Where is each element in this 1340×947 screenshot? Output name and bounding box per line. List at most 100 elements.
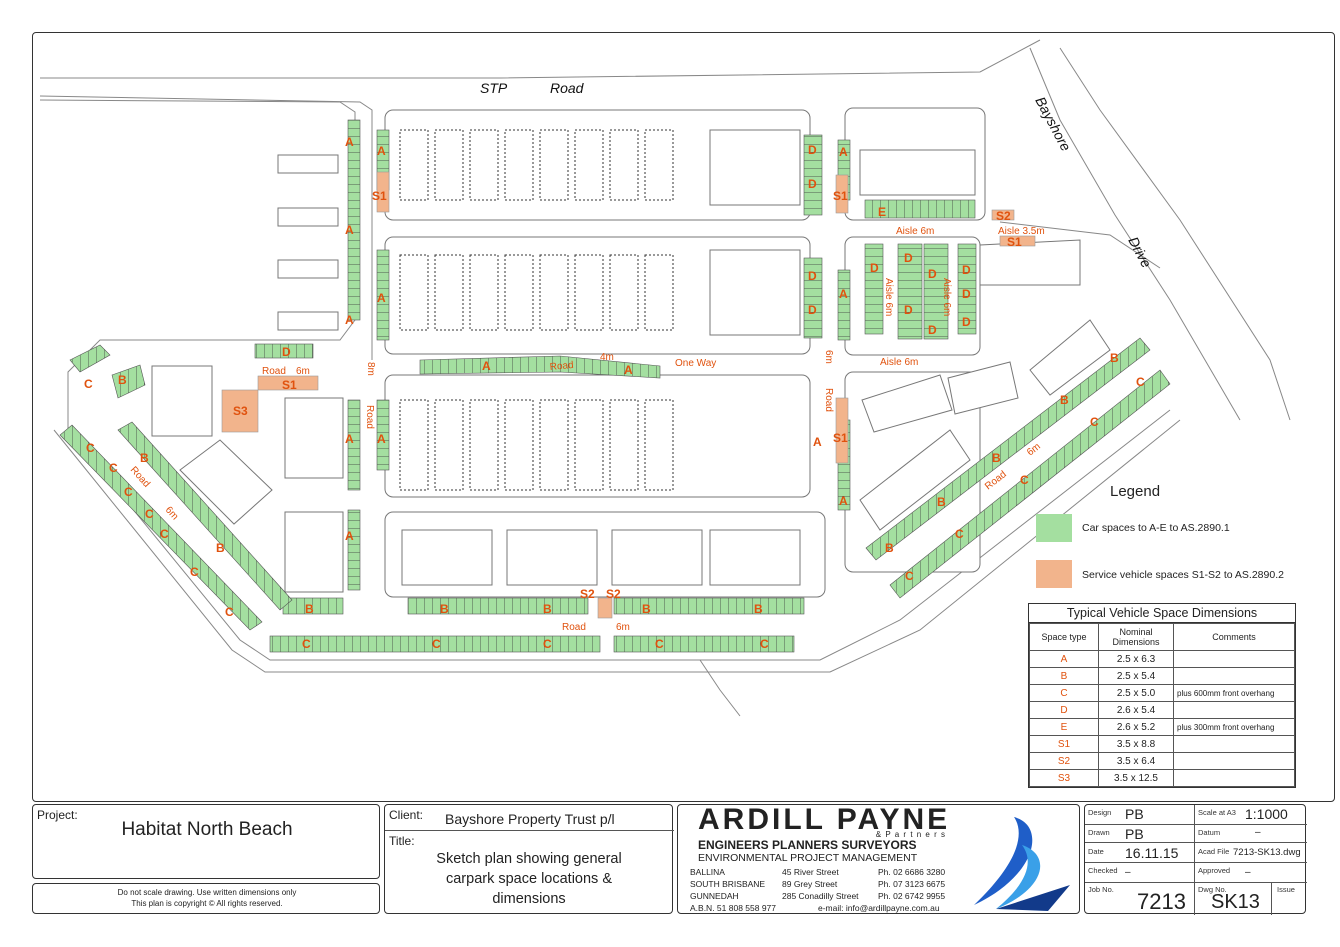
aisle-label: Aisle 6m [941, 278, 952, 316]
label-a: A [377, 432, 386, 446]
office-phone: Ph. 07 3123 6675 [878, 879, 946, 889]
label-a: A [377, 144, 386, 158]
label-c: C [543, 637, 552, 651]
road-width: 6m [296, 366, 310, 377]
label-d: D [808, 269, 817, 283]
approved-label: Approved [1198, 866, 1231, 875]
space-type: C [1029, 684, 1099, 702]
label-c: C [190, 565, 199, 579]
label-s2: S2 [996, 209, 1011, 223]
job-label: Job No. [1088, 885, 1114, 894]
acad-value: 7213-SK13.dwg [1233, 847, 1301, 858]
divider [1194, 805, 1195, 915]
office-street: 285 Conadilly Street [782, 891, 859, 901]
space-dims: 2.5 x 5.4 [1098, 667, 1174, 685]
firm-partners: & P a r t n e r s [875, 830, 946, 839]
label-a: A [624, 363, 633, 377]
divider [1085, 805, 1307, 825]
project-name: Habitat North Beach [121, 819, 293, 840]
design-label: Design [1088, 808, 1112, 817]
label-c: C [1090, 415, 1099, 429]
label-d: D [808, 303, 817, 317]
aisle-label: Aisle 3.5m [998, 226, 1045, 237]
label-d: D [870, 261, 879, 275]
label-b: B [140, 451, 149, 465]
scale-value: 1:1000 [1245, 806, 1288, 822]
office-street: 45 River Street [782, 867, 839, 877]
label-s1: S1 [282, 378, 297, 392]
street-road: Road [550, 80, 585, 96]
label-a: A [345, 529, 354, 543]
divider [1085, 825, 1307, 843]
label-c: C [905, 569, 914, 583]
space-type: B [1029, 667, 1099, 685]
space-dims: 2.5 x 6.3 [1098, 650, 1174, 668]
label-d: D [904, 251, 913, 265]
title-label: Title: [389, 834, 415, 848]
label-c: C [109, 461, 118, 475]
space-labels: A A A A A A A A A A A A A A B B B B B B … [84, 135, 1145, 651]
label-c: C [1136, 375, 1145, 389]
dimensions-table-title: Typical Vehicle Space Dimensions [1029, 604, 1295, 623]
road-label: Road [549, 360, 574, 373]
label-b: B [992, 451, 1001, 465]
label-d: D [962, 315, 971, 329]
street-drive: Drive [1125, 234, 1155, 271]
space-comment [1173, 769, 1295, 787]
date-value: 16.11.15 [1125, 845, 1179, 861]
label-s1: S1 [372, 189, 387, 203]
drawing-sheet [32, 32, 1335, 802]
office-town: BALLINA [690, 867, 725, 877]
label-s3: S3 [233, 404, 248, 418]
label-a: A [813, 435, 822, 449]
datum-label: Datum [1198, 828, 1221, 837]
job-number: 7213 [1137, 889, 1186, 914]
label-d: D [962, 263, 971, 277]
label-c: C [302, 637, 311, 651]
issue-label: Issue [1277, 885, 1295, 894]
dwg-number: SK13 [1211, 891, 1260, 913]
label-s1: S1 [1007, 235, 1022, 249]
disclaimer-text: Do not scale drawing. Use written dimens… [117, 888, 297, 897]
label-a: A [377, 291, 386, 305]
label-e: E [878, 205, 886, 219]
checked-label: Checked [1088, 866, 1118, 875]
space-type: S2 [1029, 752, 1099, 770]
label-c: C [86, 441, 95, 455]
label-c: C [655, 637, 664, 651]
street-stp: STP [480, 80, 508, 96]
legend-car-swatch [1036, 514, 1072, 542]
firm-name: ARDILL PAYNE [698, 803, 951, 836]
dimensions-table: Typical Vehicle Space Dimensions Space t… [1028, 603, 1296, 788]
space-dims: 2.5 x 5.0 [1098, 684, 1174, 702]
space-comment [1173, 752, 1295, 770]
label-d: D [928, 267, 937, 281]
legend-title: Legend [1110, 483, 1161, 500]
col-header: Space type [1029, 623, 1099, 651]
label-s1: S1 [833, 189, 848, 203]
space-comment: plus 300mm front overhang [1173, 718, 1295, 736]
label-d: D [904, 303, 913, 317]
divider [1085, 863, 1307, 883]
label-b: B [118, 373, 127, 387]
copyright-text: This plan is copyright © All rights rese… [131, 899, 283, 908]
label-d: D [808, 177, 817, 191]
label-c: C [432, 637, 441, 651]
label-b: B [440, 602, 449, 616]
space-comment: plus 600mm front overhang [1173, 684, 1295, 702]
dwg-label: Dwg No. [1198, 885, 1227, 894]
space-comment [1173, 735, 1295, 753]
drawing-info-grid: Design PB Scale at A3 1:1000 Drawn PB Da… [1084, 804, 1307, 915]
project-box: Project: Habitat North Beach [32, 804, 380, 879]
label-d: D [928, 323, 937, 337]
approved-value: – [1245, 867, 1251, 878]
label-a: A [345, 432, 354, 446]
office-street: 89 Grey Street [782, 879, 838, 889]
label-b: B [937, 495, 946, 509]
label-c: C [225, 605, 234, 619]
road-label: Road [562, 622, 586, 633]
